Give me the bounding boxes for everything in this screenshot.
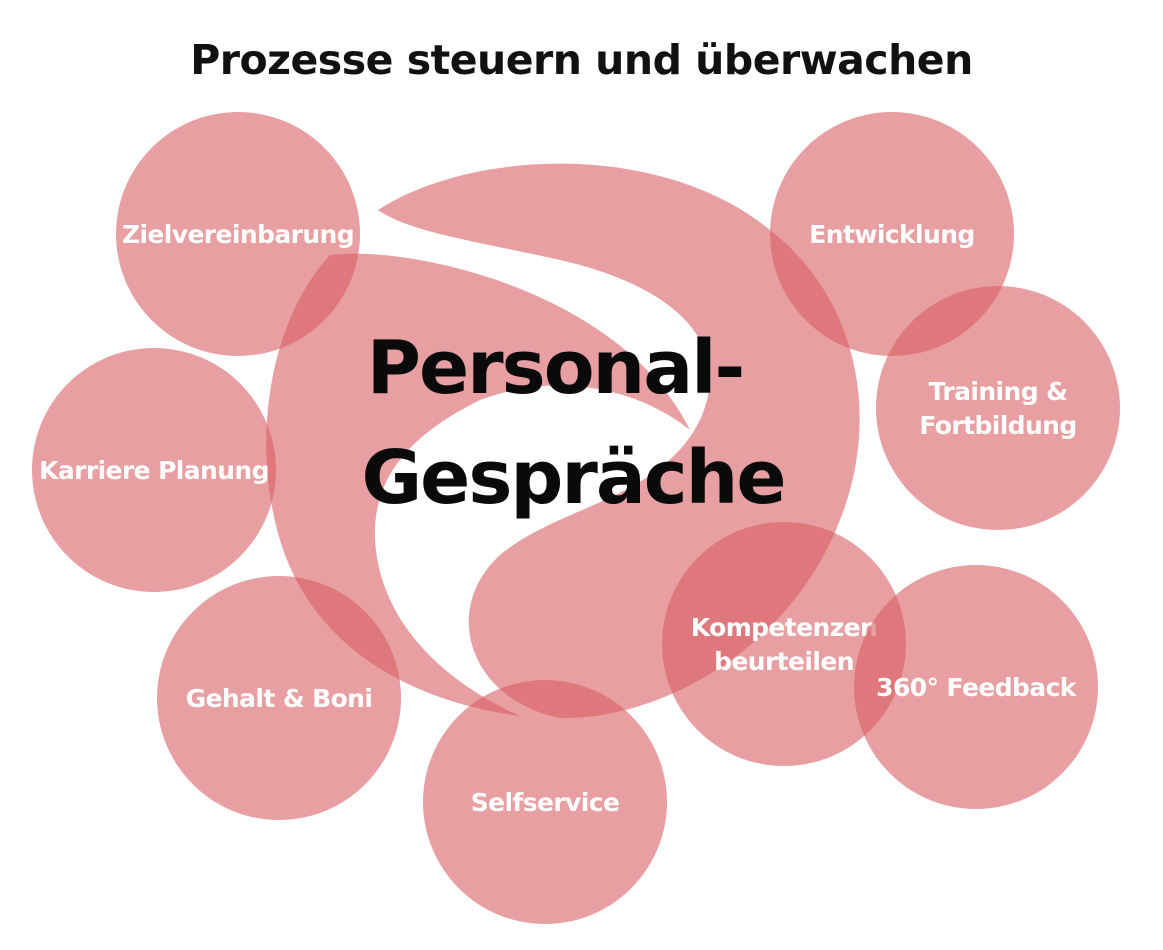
node-circle-kompetenzen-beurteilen: [662, 522, 906, 766]
node-label-entwicklung: Entwicklung: [809, 220, 974, 249]
node-label-training-fortbildung-line1: Training &: [929, 377, 1068, 406]
central-tail-shape: [266, 253, 690, 717]
node-label-gehalt-boni: Gehalt & Boni: [186, 684, 373, 713]
node-circle-zielvereinbarung: [116, 112, 360, 356]
node-circle-karriere-planung: [32, 348, 276, 592]
node-label-selfservice: Selfservice: [471, 788, 620, 817]
node-label-zielvereinbarung: Zielvereinbarung: [122, 220, 354, 249]
node-label-360-feedback: 360° Feedback: [876, 673, 1078, 702]
node-label-karriere-planung: Karriere Planung: [39, 456, 269, 485]
node-circle-360-feedback: [854, 565, 1098, 809]
node-circle-selfservice: [423, 680, 667, 924]
node-label-kompetenzen-beurteilen-line2: beurteilen: [714, 647, 854, 676]
center-label-line2: Gespräche: [361, 435, 784, 521]
node-circle-training-fortbildung: [876, 286, 1120, 530]
node-label-training-fortbildung-line2: Fortbildung: [919, 411, 1076, 440]
center-label-line1: Personal-: [367, 325, 744, 411]
node-label-kompetenzen-beurteilen-line1: Kompetenzen: [691, 613, 877, 642]
diagram-title: Prozesse steuern und überwachen: [190, 36, 973, 84]
node-circle-gehalt-boni: [157, 576, 401, 820]
